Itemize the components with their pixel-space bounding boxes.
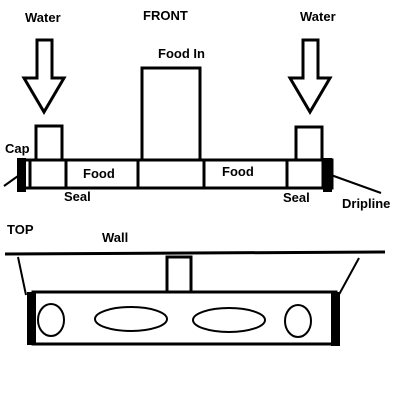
water-opening-right	[284, 304, 312, 338]
dripline-right	[330, 174, 382, 194]
cap-left	[17, 158, 26, 192]
wall-line	[4, 250, 386, 256]
top-hopper	[165, 255, 193, 294]
water-cup-left	[34, 124, 64, 162]
water-arrow-right-icon	[287, 38, 333, 115]
food-label-right: Food	[222, 164, 254, 179]
food-opening-right	[192, 307, 266, 333]
water-label-left: Water	[25, 10, 61, 25]
top-view: TOP Wall	[4, 222, 386, 346]
wall-label: Wall	[102, 230, 128, 245]
seal-label-left: Seal	[64, 189, 91, 204]
water-arrow-left-icon	[21, 38, 67, 115]
cap-label: Cap	[5, 141, 30, 156]
water-label-right: Water	[300, 9, 336, 24]
dripline-left	[3, 175, 19, 187]
top-cap-left	[27, 292, 36, 345]
front-view: FRONT Water Water Food In Cap Food Food …	[3, 8, 390, 211]
bracket-left	[17, 256, 27, 296]
cap-right	[323, 158, 332, 192]
dripline-label: Dripline	[342, 196, 390, 211]
seal-label-right: Seal	[283, 190, 310, 205]
food-in-hopper	[140, 66, 202, 162]
top-title: TOP	[7, 222, 34, 237]
food-label-left: Food	[83, 166, 115, 181]
top-tube	[31, 290, 338, 346]
front-title: FRONT	[143, 8, 188, 23]
seal-right	[285, 158, 325, 190]
seal-left	[28, 158, 68, 190]
water-cup-right	[294, 125, 324, 162]
hopper-joint	[136, 158, 206, 190]
food-opening-left	[94, 306, 168, 332]
top-cap-right	[331, 292, 340, 346]
water-opening-left	[37, 303, 65, 337]
food-in-label: Food In	[158, 46, 205, 61]
